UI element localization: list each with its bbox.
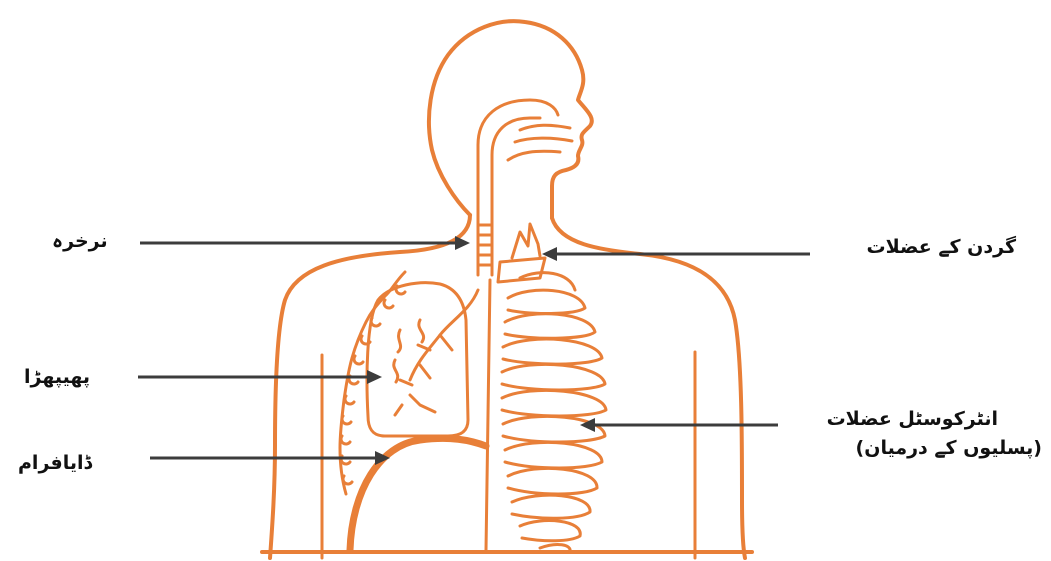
intercostal-muscles-label: انٹرکوسٹل عضلات: [827, 408, 998, 432]
neck-muscles-label: گردن کے عضلات: [867, 236, 1016, 260]
airway: [478, 100, 572, 275]
diaphragm-arrow: [150, 451, 390, 465]
diaphragm-label: ڈایافرام: [18, 452, 92, 476]
lung-label: پھیپھڑا: [24, 366, 90, 390]
body-outline: [262, 21, 752, 558]
diaphragm-shape: [350, 438, 486, 550]
trachea-label: نرخرہ: [52, 230, 108, 254]
intercostal-muscles-sublabel: (پسلیوں کے درمیان): [856, 437, 1042, 461]
trachea-arrow: [140, 236, 470, 250]
trachea-rings: [478, 225, 492, 265]
rib-cage: [486, 273, 606, 552]
intercostal-arrow: [580, 418, 778, 432]
